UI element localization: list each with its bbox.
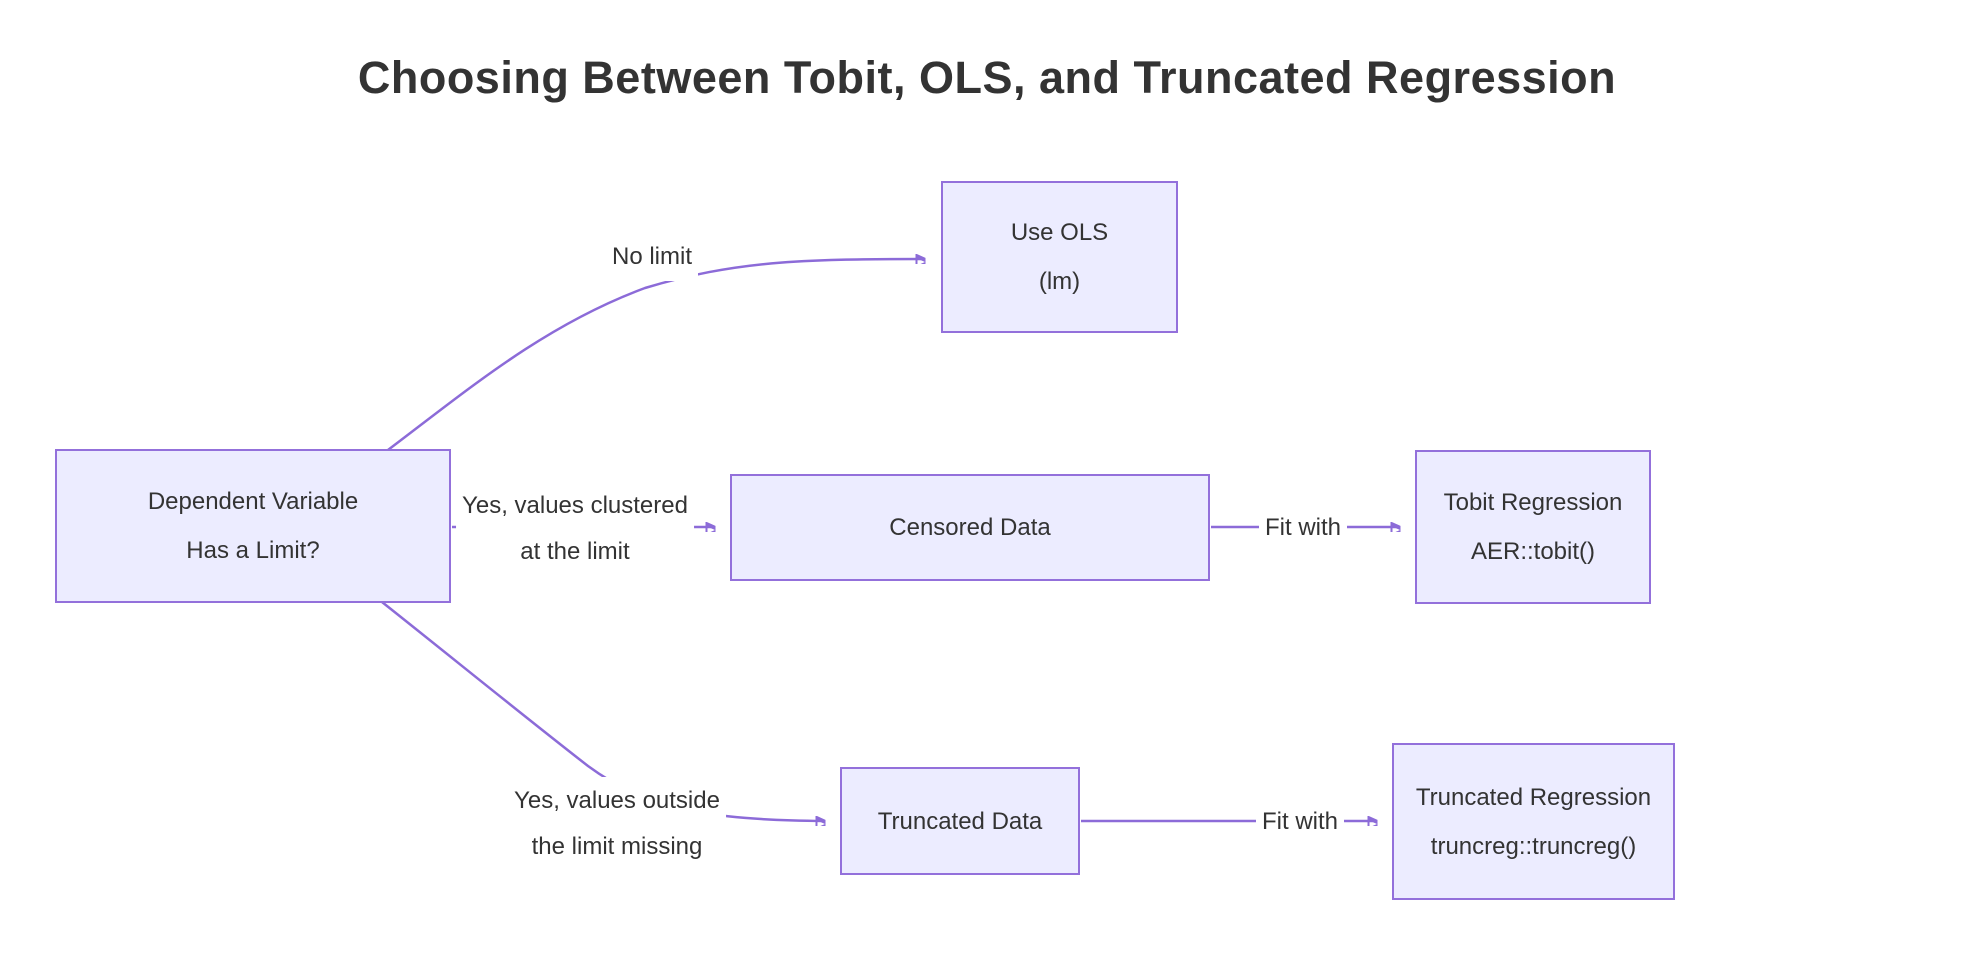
diagram-title: Choosing Between Tobit, OLS, and Truncat… [357, 52, 1617, 103]
edge-label-fit-with-bottom: Fit with [1255, 798, 1345, 846]
node-text-line: Dependent Variable [147, 488, 359, 515]
node-text-line: Tobit Regression [1443, 489, 1623, 516]
edge-label-fit-with-middle: Fit with [1258, 504, 1348, 552]
edge-label-line: Yes, values outside [514, 787, 720, 814]
edge-label-no-limit: No limit [605, 233, 699, 281]
node-text-line: Truncated Data [877, 807, 1043, 835]
edge-label-line: at the limit [520, 538, 630, 565]
node-text-line: (lm) [1038, 268, 1081, 295]
node-truncated-regression: Truncated Regression truncreg::truncreg(… [1392, 743, 1675, 900]
edge-label-line: Fit with [1261, 808, 1339, 835]
node-text-line: Use OLS [1010, 219, 1109, 246]
edge-decision-to-ols [387, 259, 924, 451]
node-censored-data: Censored Data [730, 474, 1210, 581]
edge-label-line: the limit missing [531, 833, 703, 860]
node-use-ols: Use OLS (lm) [941, 181, 1178, 333]
node-truncated-data: Truncated Data [840, 767, 1080, 875]
node-text-line: Truncated Regression [1415, 783, 1652, 811]
node-text-line: truncreg::truncreg() [1430, 832, 1637, 860]
node-dependent-variable-decision: Dependent Variable Has a Limit? [55, 449, 451, 603]
edge-label-values-outside: Yes, values outside the limit missing [508, 777, 726, 871]
node-tobit-regression: Tobit Regression AER::tobit() [1415, 450, 1651, 604]
edge-label-values-clustered: Yes, values clustered at the limit [456, 482, 694, 576]
edge-label-line: Fit with [1264, 514, 1342, 541]
node-text-line: Has a Limit? [186, 537, 320, 564]
edge-label-line: No limit [611, 243, 693, 270]
node-text-line: Censored Data [889, 514, 1051, 541]
node-text-line: AER::tobit() [1470, 538, 1596, 565]
edge-label-line: Yes, values clustered [462, 492, 688, 519]
